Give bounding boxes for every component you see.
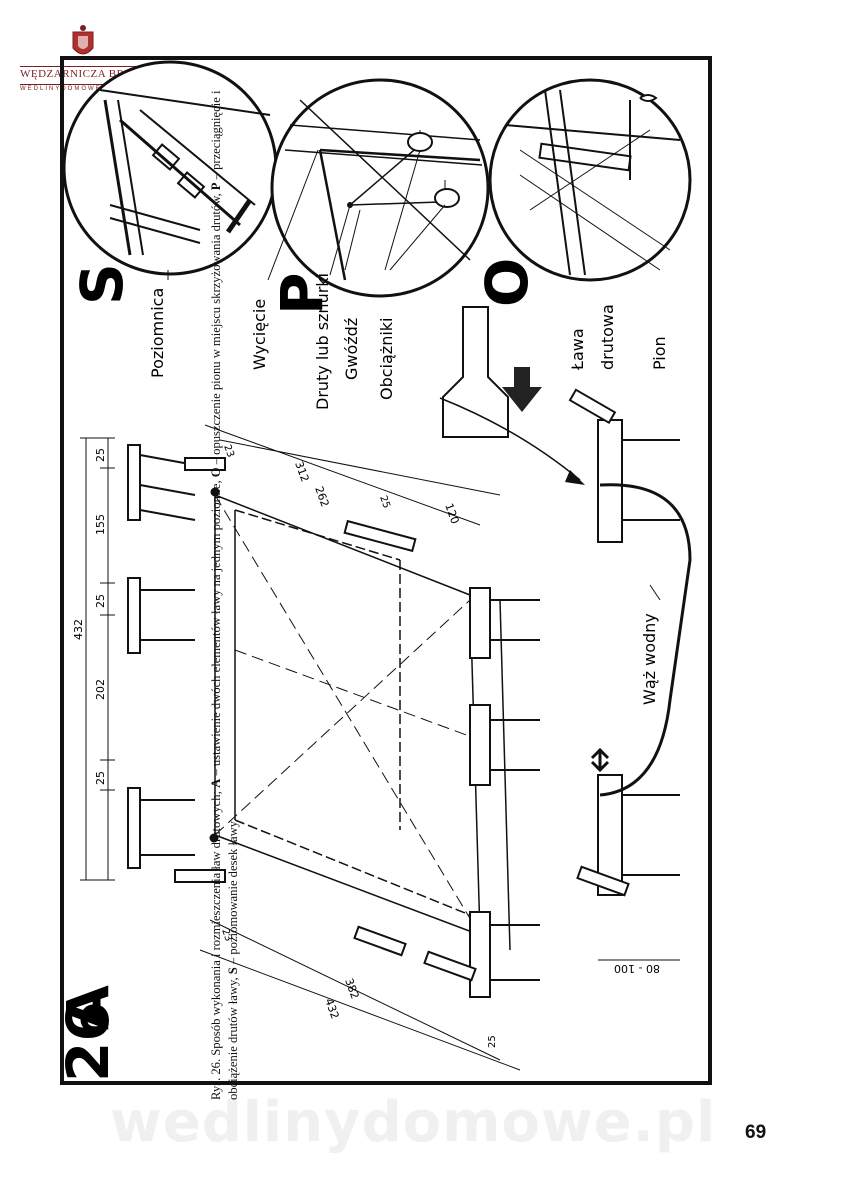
label-poziomnica: Poziomnica — [148, 288, 167, 378]
dim-25-bot: 25 — [487, 1035, 498, 1048]
dim-382: 382 — [342, 977, 361, 1001]
dim-23-top: 23 — [221, 443, 236, 459]
caption-area: Rys. 26. Sposób wykonania i rozmieszczen… — [209, 40, 795, 1100]
dim-25-b: 25 — [94, 594, 107, 608]
dim-25-c: 25 — [94, 771, 107, 785]
logo-rule-top — [20, 66, 150, 67]
plumb-bob-drawing — [439, 306, 585, 485]
logo-title: WĘDZARNICZA BRAĆ — [20, 68, 141, 80]
dim-25-a: 25 — [94, 448, 107, 462]
crest-icon — [72, 25, 94, 55]
figure-caption: Rys. 26. Sposób wykonania i rozmieszczen… — [208, 40, 242, 1100]
water-hose — [599, 483, 692, 797]
dim-202: 202 — [94, 679, 107, 700]
dim-262: 262 — [312, 485, 331, 509]
bench-boards — [127, 388, 680, 998]
panel-letter-a: A — [54, 985, 122, 1030]
watermark-text: wedlinydomowe.pl — [110, 1090, 717, 1155]
layout-plan — [209, 487, 511, 951]
label-druty: Druty lub sznurki — [313, 273, 332, 410]
dimension-lines-top — [80, 424, 501, 881]
dim-25-mid: 25 — [377, 494, 392, 510]
dim-432-bot: 432 — [322, 997, 341, 1021]
panel-letter-o: O — [473, 258, 541, 307]
detail-circle-p — [270, 78, 490, 298]
caption-key-o: O — [209, 467, 223, 478]
caption-text-a: – ustawienie dwóch elementów ławy na jed… — [209, 477, 223, 779]
label-drutowa: drutowa — [598, 304, 617, 370]
dim-80-100: 80 - 100 — [614, 962, 660, 975]
dim-432-top: 432 — [72, 619, 85, 640]
dim-120: 120 — [442, 502, 461, 526]
dimension-lines-bottom — [199, 919, 680, 1071]
label-wyciecie: Wycięcie — [250, 299, 269, 370]
page-number: 69 — [745, 1122, 767, 1143]
label-waz-wodny: Wąż wodny — [640, 613, 659, 705]
panel-letter-p: P — [268, 272, 336, 315]
caption-key-p: P — [209, 182, 223, 191]
double-arrow-icon — [590, 747, 610, 773]
caption-key-a: A — [209, 778, 223, 788]
publisher-logo — [20, 10, 160, 100]
caption-key-s: S — [226, 967, 240, 975]
caption-text-s: – poziomowanie desek ławy — [226, 821, 240, 968]
label-lawa: Ława — [568, 328, 587, 371]
dim-23-bot: 23 — [219, 927, 234, 943]
label-obciazniki: Obciążniki — [377, 318, 396, 401]
caption-text-o: – opuszczenie pionu w miejscu skrzyżowan… — [209, 190, 223, 468]
label-gwozdz: Gwóźdź — [342, 318, 361, 380]
figure-number: 26 — [54, 1001, 122, 1082]
figure-frame — [60, 56, 712, 1085]
logo-rule-bottom — [20, 84, 150, 85]
panel-letter-s: S — [68, 263, 136, 305]
caption-lead: Rys. 26. Sposób wykonania i rozmieszczen… — [209, 787, 223, 1100]
detail-circle-o — [488, 78, 692, 282]
dim-155: 155 — [94, 514, 107, 535]
detail-circle-s — [62, 60, 278, 276]
logo-subtitle: WEDLINYDOMOWE.PL — [20, 86, 117, 92]
label-pion: Pion — [650, 336, 669, 370]
